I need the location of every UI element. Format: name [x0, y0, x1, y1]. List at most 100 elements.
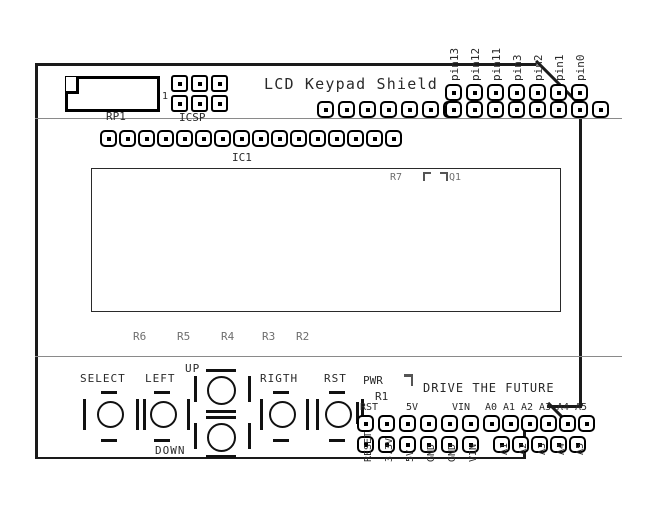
power-label-vin: VIN [468, 443, 479, 462]
right-button-bottom-mark [273, 439, 289, 442]
updown-middle-mark-lower [206, 416, 236, 419]
power-pad-gnd [420, 415, 437, 432]
analog-pad [493, 436, 510, 453]
left-button[interactable] [150, 401, 177, 428]
lcd-display-outline [91, 168, 561, 312]
ic1-pad [233, 130, 250, 147]
digital-pad-pin1 [550, 84, 567, 101]
digital-pad [401, 101, 418, 118]
right-button-top-mark [273, 391, 289, 394]
left-button-top-mark [154, 391, 170, 394]
digital-pad-pin12 [466, 84, 483, 101]
analog-pad [550, 436, 567, 453]
icsp-pad [191, 75, 208, 92]
analog-top-label-a1: A1 [503, 402, 516, 413]
ic1-pad [119, 130, 136, 147]
ic1-pad [290, 130, 307, 147]
power-top-label-vin: VIN [452, 402, 471, 413]
pwr-label: PWR [363, 374, 383, 387]
pin-label-pin3: pin3 [511, 54, 524, 82]
power-pad [420, 436, 437, 453]
analog-top-label-a2: A2 [521, 402, 534, 413]
analog-pad [531, 436, 548, 453]
power-pad [441, 436, 458, 453]
pin-label-pin2: pin2 [532, 54, 545, 82]
reset-button-pin-left [316, 399, 319, 430]
ic1-pad [347, 130, 364, 147]
up-button-top-mark [206, 369, 236, 372]
reset-button-bottom-mark [329, 439, 345, 442]
power-pad [378, 436, 395, 453]
power-pad-3v3 [378, 415, 395, 432]
board-edge-notch [547, 405, 582, 408]
select-button-bottom-mark [101, 439, 117, 442]
icsp-label: ICSP [179, 111, 206, 124]
power-label-gnd-2: GND [447, 443, 458, 462]
digital-pad [359, 101, 376, 118]
down-button[interactable] [207, 423, 236, 452]
board-edge-right-upper [579, 108, 582, 405]
pin-label-pin13: pin13 [448, 47, 461, 81]
digital-pad-pin2 [529, 84, 546, 101]
reset-button[interactable] [325, 401, 352, 428]
rp1-label: RP1 [106, 110, 126, 123]
analog-label-a2: A2 [518, 442, 529, 455]
down-button-pin-right [248, 423, 251, 449]
reset-button-label: RST [324, 372, 347, 385]
up-button-pin-left [194, 376, 197, 402]
ic1-pad [157, 130, 174, 147]
select-button[interactable] [97, 401, 124, 428]
ic1-pad [214, 130, 231, 147]
pin-label-pin11: pin11 [490, 47, 503, 81]
ic1-pad [100, 130, 117, 147]
power-label-5v: 5V [405, 449, 416, 462]
up-button[interactable] [207, 376, 236, 405]
pin-label-pin12: pin12 [469, 47, 482, 81]
power-pad [357, 436, 374, 453]
digital-pad [445, 101, 462, 118]
digital-pad [508, 101, 525, 118]
analog-pad-a2 [521, 415, 538, 432]
board-edge-bottom [35, 456, 526, 459]
icsp-pad [211, 95, 228, 112]
icsp-pad [211, 75, 228, 92]
analog-label-a5: A5 [575, 442, 586, 455]
digital-pad [317, 101, 334, 118]
board-title: LCD Keypad Shield [264, 75, 438, 93]
ic1-pad [328, 130, 345, 147]
digital-pad [487, 101, 504, 118]
right-button[interactable] [269, 401, 296, 428]
down-button-label: DOWN [155, 444, 186, 457]
silk-divider-lower [35, 356, 622, 357]
right-button-pin-left [260, 399, 263, 430]
power-pad-gnd [441, 415, 458, 432]
analog-pad-a3 [540, 415, 557, 432]
resistor-label-r4: R4 [221, 330, 235, 343]
analog-pad-a5 [578, 415, 595, 432]
power-top-label-rst: RST [360, 402, 379, 413]
ic1-pad [252, 130, 269, 147]
digital-pad-pin0 [571, 84, 588, 101]
icsp-pad [171, 95, 188, 112]
select-button-top-mark [101, 391, 117, 394]
icsp-pad [171, 75, 188, 92]
digital-pad [592, 101, 609, 118]
ic1-label: IC1 [232, 151, 252, 164]
ic1-pad [195, 130, 212, 147]
analog-top-label-a4: A4 [557, 402, 570, 413]
ic1-pad [366, 130, 383, 147]
up-button-label: UP [185, 362, 201, 375]
up-button-pin-right [248, 376, 251, 402]
ic1-pad [309, 130, 326, 147]
left-button-pin-right [187, 399, 190, 430]
analog-top-label-a0: A0 [485, 402, 498, 413]
resistor-label-r2: R2 [296, 330, 310, 343]
ic1-pad [271, 130, 288, 147]
digital-pad [422, 101, 439, 118]
r1-label: R1 [375, 390, 389, 403]
silk-divider-upper [35, 118, 622, 119]
analog-pad-a0 [483, 415, 500, 432]
analog-top-label-a3: A3 [539, 402, 552, 413]
pin-label-pin1: pin1 [553, 54, 566, 82]
rp1-potentiometer [65, 76, 160, 112]
